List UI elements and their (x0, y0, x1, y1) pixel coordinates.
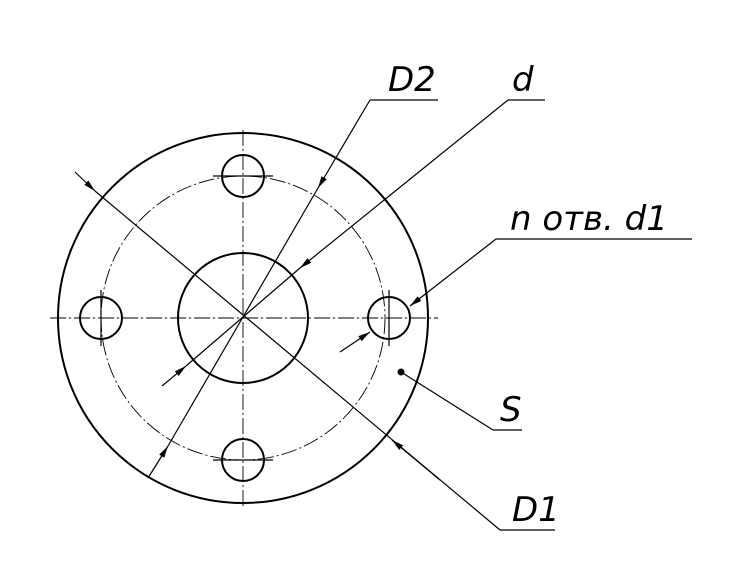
d-dim-arrow-lower (161, 365, 187, 387)
outer-circle (57, 132, 429, 504)
label-holes: n отв. d1 (510, 199, 668, 239)
d-dim-arrow-upper (299, 99, 509, 269)
d2-dim-arrow-lower (147, 445, 169, 479)
d-dim-line (185, 267, 301, 367)
label-d: d (512, 60, 534, 100)
label-d2: D2 (388, 60, 436, 100)
holes-dim-arrow-upper (409, 238, 497, 307)
bore-circle (177, 252, 309, 384)
d2-dim-arrow-upper (317, 99, 371, 189)
d1-dim-arrow-upper (74, 171, 96, 192)
label-s: S (500, 390, 522, 430)
d1-dim-arrow-lower (391, 439, 441, 481)
label-d1: D1 (512, 490, 560, 530)
s-leader-line (400, 371, 494, 431)
holes-dim-arrow-lower (339, 331, 371, 353)
